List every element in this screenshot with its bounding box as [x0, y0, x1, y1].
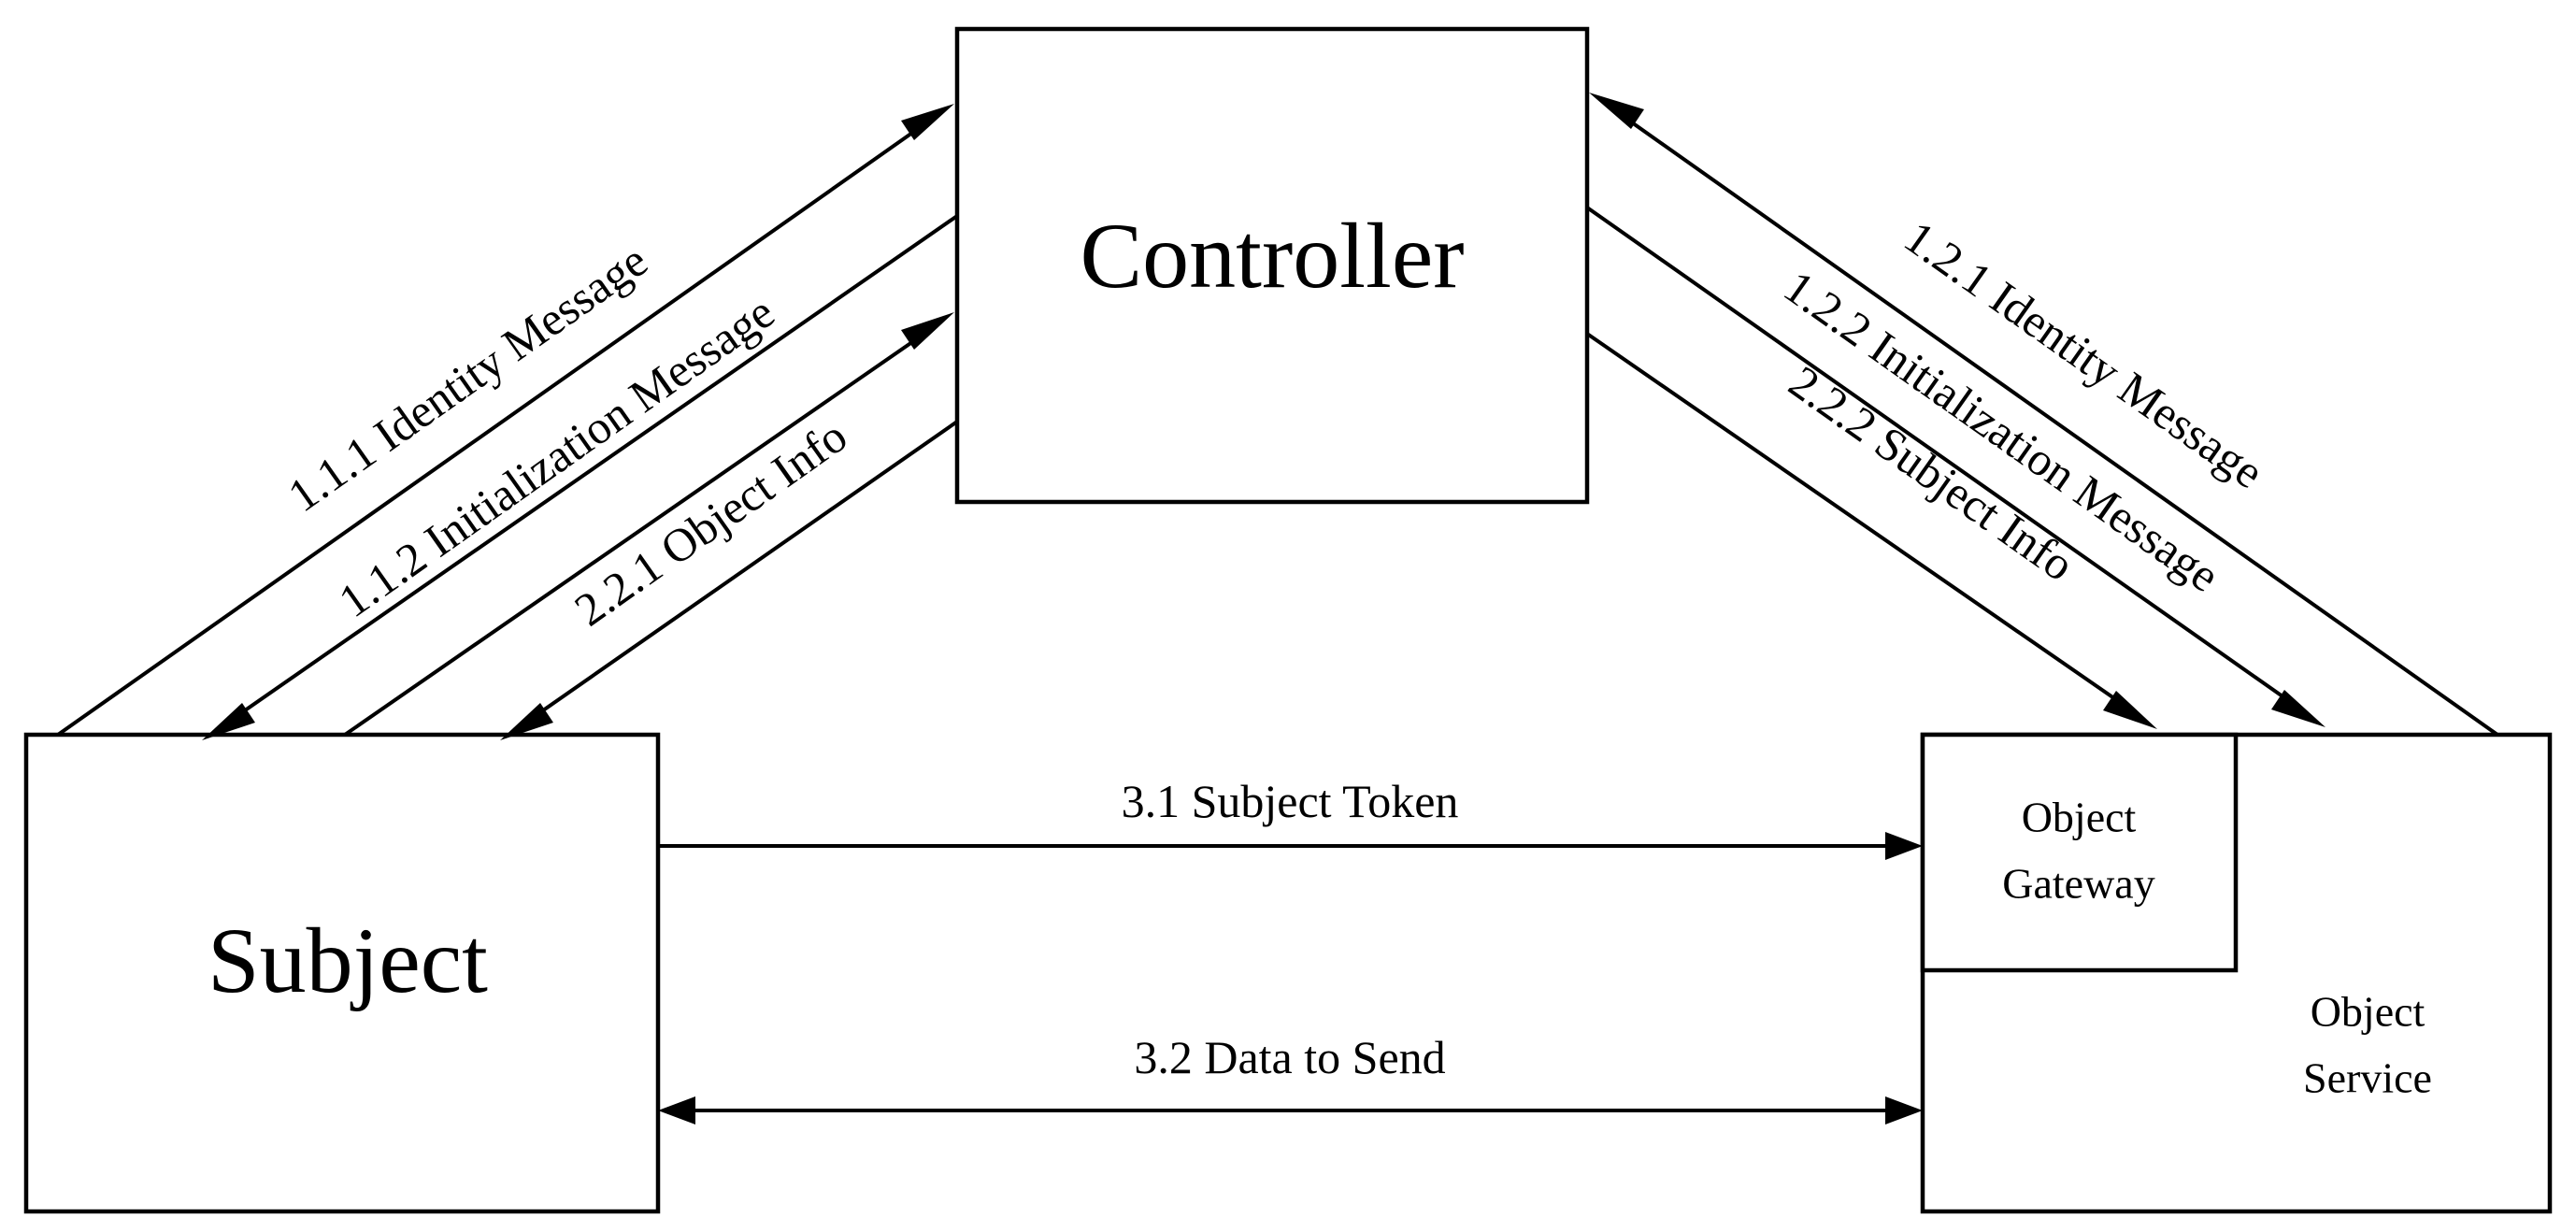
edge-2-2-2-arrowhead	[2103, 691, 2157, 729]
object-gateway-node: Object Gateway	[1920, 732, 2239, 973]
edge-1-1-2-line	[234, 214, 959, 719]
edge-3-2-arrowhead-right	[1885, 1096, 1923, 1125]
object-gateway-label-line2: Gateway	[2002, 860, 2154, 908]
controller-node: Controller	[954, 26, 1590, 505]
edge-2-2-1-line	[343, 334, 923, 737]
edge-3-2-arrowhead-left	[658, 1096, 695, 1125]
edge-1-1-2-arrowhead	[202, 703, 255, 740]
object-service-label-line2: Service	[2303, 1054, 2432, 1102]
edge-2-2-1b-arrowhead	[500, 703, 553, 740]
edge-3-2: 3.2 Data to Send	[658, 1031, 1923, 1125]
edge-1-2-2-line	[1585, 206, 2294, 705]
edge-2-2-2-line	[1585, 332, 2125, 707]
edge-2-2-2: 2.2.2 Subject Info	[1585, 332, 2157, 729]
edge-2-2-1	[343, 312, 954, 737]
object-gateway-label-line1: Object	[2022, 794, 2137, 841]
subject-label: Subject	[208, 909, 488, 1012]
edge-2-2-1-arrowhead	[901, 312, 954, 350]
edge-3-1-arrowhead	[1885, 832, 1923, 860]
edge-1-2-1-arrowhead	[1589, 93, 1644, 129]
edge-1-1-1-label: 1.1.1 Identity Message	[279, 234, 656, 522]
subject-node: Subject	[23, 732, 661, 1214]
edge-2-2-1b-line	[532, 420, 959, 719]
object-gateway-box	[1920, 732, 2239, 973]
edge-1-2-2-arrowhead	[2271, 690, 2326, 727]
subject-box	[23, 732, 661, 1214]
object-service-label-line1: Object	[2311, 988, 2426, 1036]
edge-3-1: 3.1 Subject Token	[658, 775, 1923, 860]
controller-box	[954, 26, 1590, 505]
edge-3-2-label: 3.2 Data to Send	[1134, 1031, 1445, 1083]
edge-1-1-1-arrowhead	[901, 104, 954, 140]
edge-3-1-label: 3.1 Subject Token	[1122, 775, 1459, 827]
edge-1-2-1-line	[1621, 114, 2499, 737]
edge-1-1-1-line	[56, 124, 923, 737]
edge-1-2-1: 1.2.1 Identity Message	[1589, 93, 2499, 737]
controller-label: Controller	[1080, 204, 1464, 308]
